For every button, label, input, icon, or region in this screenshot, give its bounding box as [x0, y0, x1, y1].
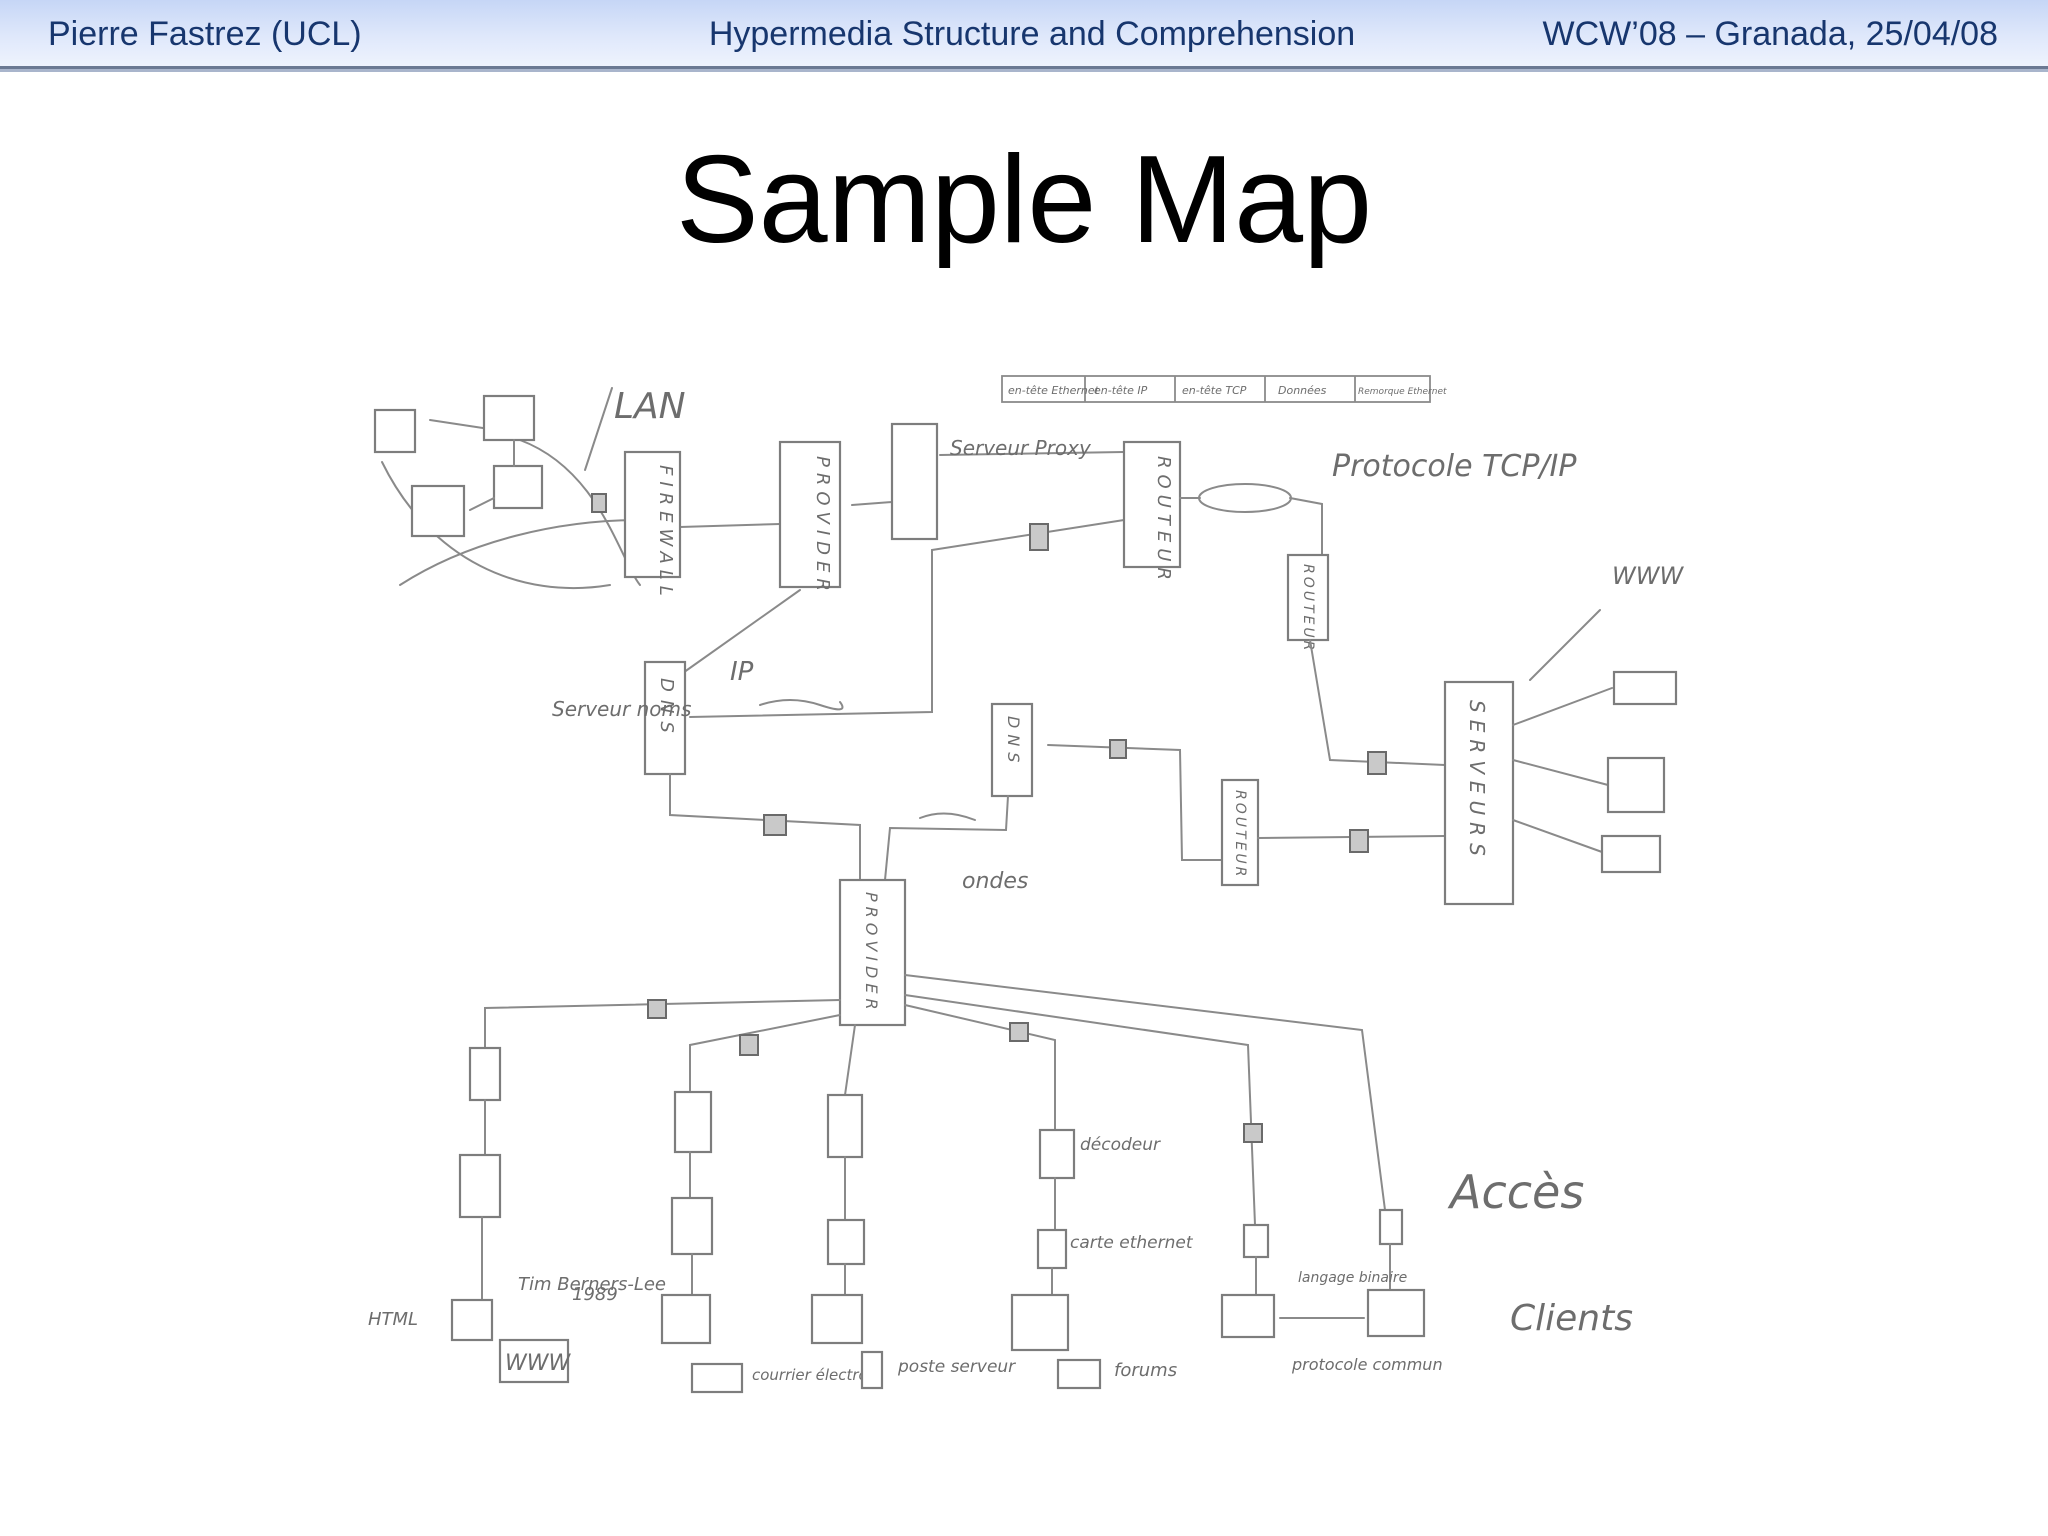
common-protocol-label: protocole commun	[1291, 1355, 1443, 1374]
router-top-label: ROUTEUR	[1153, 456, 1174, 586]
packet-structure-table: en-tête Ethernet en-tête IP en-tête TCP …	[1001, 375, 1447, 403]
proxy-box	[890, 422, 939, 541]
header-talk-title: Hypermedia Structure and Comprehension	[708, 15, 1356, 53]
provider-bottom-label: PROVIDER	[862, 892, 881, 1015]
packet-icon	[1349, 829, 1369, 853]
mail-label: courrier électro	[752, 1366, 868, 1384]
lan-computer-3	[410, 484, 466, 538]
slide-header: Pierre Fastrez (UCL) Hypermedia Structur…	[0, 0, 2048, 69]
dns-mid-label: DNS	[1004, 716, 1023, 768]
slide-title: Sample Map	[675, 131, 1373, 269]
html-label: HTML	[368, 1309, 418, 1330]
firewall-box	[623, 450, 682, 579]
packet-icon	[1243, 1123, 1263, 1143]
mail-icon	[690, 1362, 744, 1394]
computer-client-5	[1220, 1293, 1276, 1339]
www-box	[498, 1338, 570, 1384]
tcpip-cloud-shape	[1198, 483, 1292, 513]
header-event: WCW’08 – Granada, 25/04/08	[1542, 15, 1998, 53]
header-author: Pierre Fastrez (UCL)	[48, 15, 362, 53]
computer-client-6	[1366, 1288, 1426, 1338]
router-mid-label: ROUTEUR	[1232, 790, 1248, 879]
protocol-label: Protocole TCP/IP	[1332, 449, 1577, 484]
ip-label: IP	[730, 657, 754, 687]
dns-mid-box	[990, 702, 1034, 798]
computer-client-4	[1010, 1293, 1070, 1352]
packet-cell-label: Données	[1278, 384, 1327, 397]
server-page-icon	[1606, 756, 1666, 814]
binary-label: langage binaire	[1298, 1270, 1407, 1286]
proxy-label: Serveur Proxy	[950, 436, 1092, 460]
servers-label: SERVEURS	[1465, 700, 1489, 863]
packet-icon	[591, 493, 607, 513]
www-bottom-label: WWW	[505, 1351, 572, 1376]
modem-2	[673, 1090, 713, 1154]
lan-cluster: LAN	[373, 386, 686, 589]
packet-icon	[1109, 739, 1127, 759]
firewall-label: FIREWALL	[655, 465, 676, 602]
provider-top-label: PROVIDER	[812, 456, 833, 597]
poste-label: poste serveur	[897, 1357, 1016, 1377]
access-label: Accès	[1447, 1165, 1584, 1219]
provider-top-box	[778, 440, 842, 589]
computer-client-1	[450, 1298, 494, 1342]
forums-icon	[1056, 1358, 1102, 1390]
poste-icon	[860, 1350, 884, 1390]
packet-icon	[763, 814, 787, 836]
forums-label: forums	[1114, 1360, 1177, 1381]
decoder-label: décodeur	[1080, 1135, 1161, 1155]
lan-computer-4	[492, 464, 544, 510]
year-label: 1989	[572, 1284, 618, 1305]
packet-icon	[1009, 1022, 1029, 1042]
lan-computer-1	[373, 408, 417, 454]
modem-5	[1242, 1223, 1270, 1259]
device-3	[826, 1218, 866, 1266]
computer-client-3	[810, 1293, 864, 1345]
modem-3	[826, 1093, 864, 1159]
packet-cell-label: en-tête IP	[1094, 384, 1148, 397]
router-right-label: ROUTEUR	[1300, 564, 1316, 653]
clients-label: Clients	[1510, 1298, 1633, 1339]
modem-6	[1378, 1208, 1404, 1246]
lan-label: LAN	[614, 386, 686, 427]
packet-icon	[647, 999, 667, 1019]
servers-box	[1443, 680, 1515, 906]
packet-cell-label: en-tête TCP	[1182, 384, 1247, 397]
router-mid-box	[1220, 778, 1260, 887]
device-1	[458, 1153, 502, 1219]
decoder-box	[1038, 1128, 1076, 1180]
tim-label: Tim Berners-Lee	[518, 1274, 666, 1295]
packet-icon	[1367, 751, 1387, 775]
computer-client-2	[660, 1293, 712, 1345]
packet-cell-label: Remorque Ethernet	[1358, 387, 1447, 397]
packet-icon	[1029, 523, 1049, 551]
dns-left-box	[643, 660, 687, 776]
packet-icon	[739, 1034, 759, 1056]
ethernet-label: carte ethernet	[1070, 1233, 1194, 1253]
packet-cell-label: en-tête Ethernet	[1008, 384, 1100, 397]
provider-bottom-box	[838, 878, 907, 1027]
dns-left-label: DNS	[656, 678, 677, 741]
modem-1	[468, 1046, 502, 1102]
lan-computer-2	[482, 394, 536, 442]
ethernet-box	[1036, 1228, 1068, 1270]
www-top-label: WWW	[1612, 562, 1684, 590]
server-mail-icon	[1612, 670, 1678, 706]
server-forum-icon	[1600, 834, 1662, 874]
router-right-box	[1286, 553, 1330, 642]
device-2	[670, 1196, 714, 1256]
router-top-box	[1122, 440, 1182, 569]
name-server-label: Serveur noms	[552, 697, 691, 721]
waves-label: ondes	[962, 869, 1028, 894]
